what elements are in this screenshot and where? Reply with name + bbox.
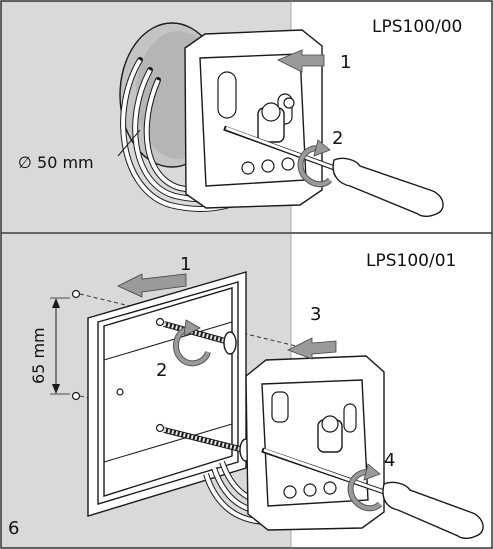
wall-hole-lower <box>71 391 81 401</box>
top-step-2-label: 2 <box>332 128 343 149</box>
guide-line-1 <box>79 293 297 347</box>
wall-hole-upper <box>71 289 81 299</box>
distance-dimension <box>50 297 70 395</box>
rotate-arrow-bottom-icon <box>347 463 383 512</box>
push-arrow-insert-icon <box>287 337 337 360</box>
top-model-label: LPS100/00 <box>372 17 462 37</box>
push-arrow-frame-icon <box>117 273 187 298</box>
screwdriver-bottom <box>261 447 484 539</box>
bottom-step-2-label: 2 <box>156 360 167 381</box>
distance-label: 65 mm <box>29 327 48 384</box>
diameter-label: ∅ 50 mm <box>18 153 94 172</box>
rotate-arrow-screw-icon <box>173 319 211 367</box>
bottom-model-label: LPS100/01 <box>366 251 456 271</box>
push-arrow-top-icon <box>277 49 325 73</box>
screw-upper-icon <box>163 321 237 355</box>
diameter-leader <box>117 129 141 157</box>
screwdriver-top <box>223 125 444 217</box>
insert-top <box>184 29 323 209</box>
top-step-1-label: 1 <box>340 52 351 73</box>
rotate-arrow-top-icon <box>297 139 333 188</box>
figure-number: 6 <box>8 518 19 539</box>
bottom-step-1-label: 1 <box>180 254 191 275</box>
bottom-step-4-label: 4 <box>384 450 395 471</box>
bottom-step-3-label: 3 <box>310 304 321 325</box>
